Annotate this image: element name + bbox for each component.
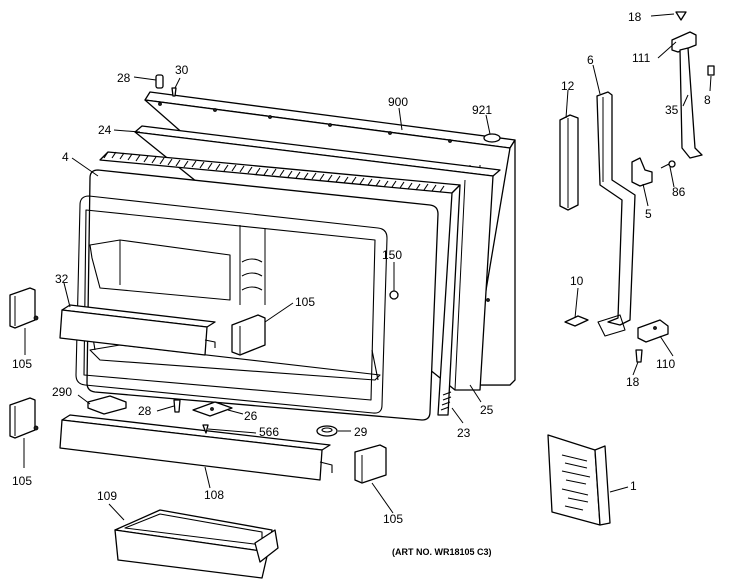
label-8: 8 bbox=[704, 93, 711, 107]
label-86: 86 bbox=[672, 185, 686, 199]
label-32: 32 bbox=[55, 272, 69, 286]
shelf-bar-32 bbox=[59, 304, 216, 356]
screw-566 bbox=[202, 424, 209, 434]
door-gasket bbox=[99, 151, 461, 416]
literature-pack bbox=[547, 434, 611, 526]
hinge-pin-18-top bbox=[675, 11, 687, 21]
bracket-26 bbox=[192, 401, 233, 417]
label-26: 26 bbox=[244, 409, 258, 423]
hinge-strap-35 bbox=[679, 47, 703, 159]
screw-30 bbox=[171, 87, 177, 97]
label-150: 150 bbox=[382, 248, 402, 262]
label-109: 109 bbox=[97, 489, 117, 503]
door-liner bbox=[75, 169, 439, 421]
part-labels: 18 111 8 35 6 12 86 5 10 110 18 28 30 90… bbox=[12, 10, 711, 557]
label-105-lower: 105 bbox=[383, 512, 403, 526]
label-290: 290 bbox=[52, 385, 72, 399]
label-1: 1 bbox=[630, 479, 637, 493]
label-110: 110 bbox=[656, 357, 675, 371]
handle-12 bbox=[559, 114, 579, 211]
label-6: 6 bbox=[587, 53, 594, 67]
label-30: 30 bbox=[175, 63, 189, 77]
label-5: 5 bbox=[645, 207, 652, 221]
label-12: 12 bbox=[561, 79, 575, 93]
shim-8 bbox=[707, 65, 715, 76]
label-35: 35 bbox=[665, 103, 679, 117]
part-290 bbox=[87, 395, 127, 415]
label-18-bottom: 18 bbox=[626, 375, 640, 389]
pin-18-bottom bbox=[635, 349, 643, 363]
handle-6 bbox=[596, 91, 636, 337]
screw-28-top bbox=[155, 74, 164, 89]
label-105-center: 105 bbox=[295, 295, 315, 309]
label-105-bottom-left: 105 bbox=[12, 474, 32, 488]
label-566: 566 bbox=[259, 425, 279, 439]
end-cap-105-top-left bbox=[9, 287, 39, 329]
label-23: 23 bbox=[457, 426, 471, 440]
end-cap-105-lower bbox=[354, 444, 387, 484]
grommet-29 bbox=[316, 425, 338, 437]
end-cap-105-bottom-left bbox=[9, 397, 39, 439]
crisper-bin-109 bbox=[114, 509, 279, 579]
label-900: 900 bbox=[388, 95, 408, 109]
label-29: 29 bbox=[354, 425, 368, 439]
screw-86 bbox=[660, 160, 676, 169]
part-10 bbox=[564, 315, 589, 327]
label-18-top: 18 bbox=[628, 10, 642, 24]
label-108: 108 bbox=[204, 488, 224, 502]
hinge-cover-111 bbox=[671, 31, 697, 53]
label-4: 4 bbox=[62, 150, 69, 164]
label-921: 921 bbox=[472, 103, 492, 117]
label-105-top-left: 105 bbox=[12, 357, 32, 371]
label-24: 24 bbox=[98, 123, 112, 137]
shelf-bar-108 bbox=[59, 414, 333, 481]
bracket-5 bbox=[631, 157, 653, 187]
label-111: 111 bbox=[632, 51, 651, 65]
screw-28-lower bbox=[173, 399, 181, 413]
plug-150 bbox=[389, 290, 399, 300]
plug-921 bbox=[483, 133, 501, 143]
leader-lines bbox=[23, 13, 712, 521]
label-25: 25 bbox=[480, 403, 494, 417]
hinge-110 bbox=[637, 319, 669, 343]
label-28-lower: 28 bbox=[138, 404, 152, 418]
label-10: 10 bbox=[570, 274, 584, 288]
art-number: (ART NO. WR18105 C3) bbox=[392, 547, 492, 557]
end-cap-105-center bbox=[231, 314, 266, 356]
label-28-top: 28 bbox=[117, 71, 131, 85]
